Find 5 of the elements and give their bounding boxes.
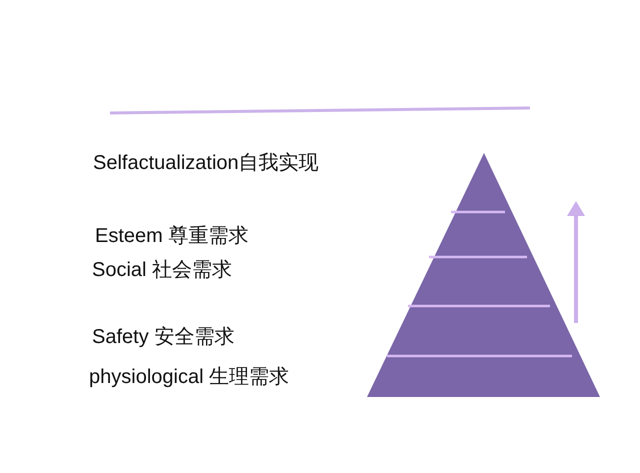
level-label: physiological 生理需求 [89,365,290,389]
level-label: Social 社会需求 [92,258,232,282]
level-label: Esteem 尊重需求 [95,224,248,248]
level-label: Selfactualization自我实现 [93,151,319,175]
level-label: Safety 安全需求 [92,325,234,349]
